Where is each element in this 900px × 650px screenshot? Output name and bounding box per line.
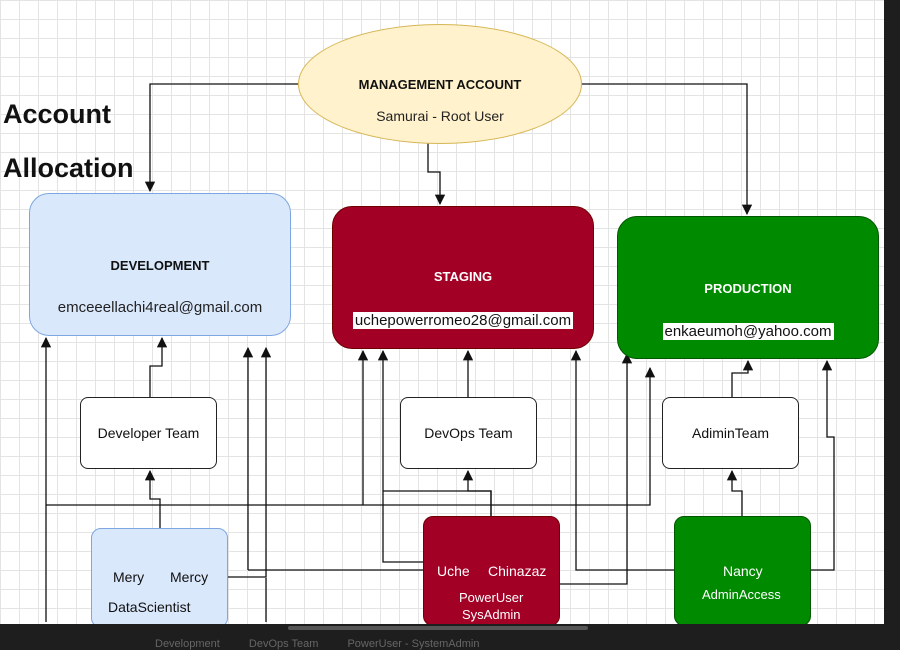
development-users-node[interactable]: Mery Mercy DataScientist: [91, 528, 228, 624]
role-datascientist: DataScientist: [108, 599, 191, 615]
role-adminaccess: AdminAccess: [702, 587, 781, 602]
connector-uche-to-staging: [377, 349, 423, 563]
page-tab-bar: Development DevOps Team PowerUser - Syst…: [0, 624, 884, 650]
diagram-title-line1: Account: [3, 99, 111, 129]
development-label: DEVELOPMENT: [110, 258, 210, 273]
user-nancy: Nancy: [723, 563, 763, 579]
connector-admin-team-to-production: [731, 359, 754, 397]
staging-node[interactable]: STAGING uchepowerromeo28@gmail.com: [332, 206, 594, 349]
production-users-node[interactable]: Nancy AdminAccess: [674, 516, 811, 624]
production-label: PRODUCTION: [704, 281, 792, 296]
devops-team-node[interactable]: DevOps Team: [400, 397, 537, 469]
page-tab-devops-team[interactable]: DevOps Team: [248, 638, 319, 650]
connector-stg-user-to-production: [560, 352, 633, 585]
page-tabs: Development DevOps Team PowerUser - Syst…: [155, 638, 506, 650]
connector-management-to-staging: [427, 136, 446, 206]
production-email: enkaeumoh@yahoo.com: [662, 323, 834, 340]
connector-stg-users-to-devops-team: [462, 469, 492, 516]
connector-mercy-to-development: [228, 346, 272, 578]
production-node[interactable]: PRODUCTION enkaeumoh@yahoo.com: [617, 216, 879, 359]
admin-team-node[interactable]: AdiminTeam: [662, 397, 799, 469]
user-uche: Uche: [437, 563, 470, 579]
management-account-subtitle: Samurai - Root User: [376, 108, 504, 124]
user-chinazaz: Chinazaz: [488, 563, 547, 579]
connector-chinazaz-to-devops: [383, 490, 492, 516]
user-mery: Mery: [113, 569, 145, 585]
page-tab-development[interactable]: Development: [155, 638, 220, 650]
role-sysadmin: SysAdmin: [462, 607, 521, 622]
developer-team-node[interactable]: Developer Team: [80, 397, 217, 469]
page-tab-poweruser-systemadmin[interactable]: PowerUser - SystemAdmin: [347, 638, 480, 650]
staging-users-node[interactable]: Uche Chinazaz PowerUser SysAdmin: [423, 516, 560, 624]
connector-developer-team-to-development: [149, 336, 168, 397]
horizontal-scrollbar[interactable]: [288, 626, 588, 630]
development-node[interactable]: DEVELOPMENT emceeellachi4real@gmail.com: [29, 193, 291, 336]
connector-management-to-production: [582, 83, 753, 216]
connector-nancy-to-production: [811, 359, 835, 571]
connector-nancy-to-staging: [570, 349, 674, 571]
connector-dev-users-to-developer-team: [144, 469, 161, 528]
staging-label: STAGING: [433, 269, 493, 284]
development-email: emceeellachi4real@gmail.com: [57, 299, 263, 316]
connector-management-to-development: [144, 83, 298, 193]
diagram-canvas: Account Allocation MANAGEMENT ACCOUNT Sa…: [0, 0, 884, 624]
connector-mercy-to-staging: [248, 348, 423, 571]
user-mercy: Mercy: [170, 569, 209, 585]
role-poweruser: PowerUser: [459, 590, 524, 605]
management-account-title: MANAGEMENT ACCOUNT: [358, 77, 522, 92]
diagram-title-line2: Allocation: [3, 153, 134, 183]
connector-layer: [0, 83, 835, 622]
management-account-node[interactable]: MANAGEMENT ACCOUNT Samurai - Root User: [298, 24, 582, 144]
staging-email: uchepowerromeo28@gmail.com: [352, 312, 574, 329]
connector-bus: [46, 366, 656, 506]
connector-prd-users-to-admin-team: [726, 469, 743, 516]
